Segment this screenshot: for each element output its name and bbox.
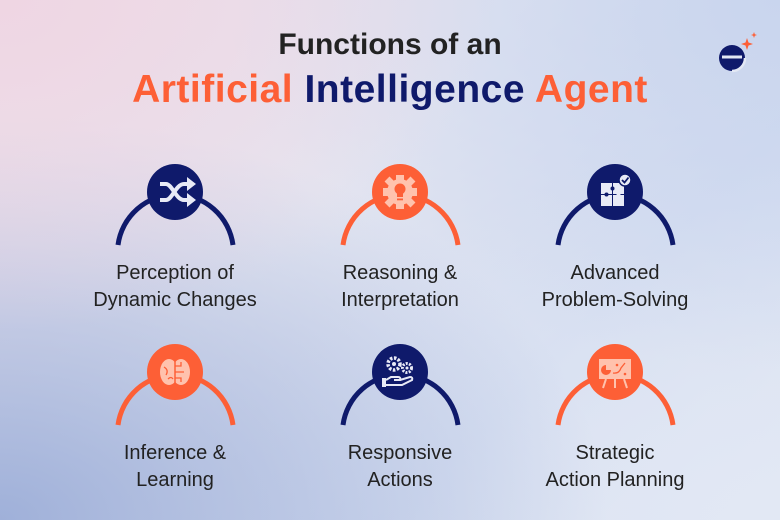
function-card-responsive-actions: Responsive Actions <box>290 340 510 510</box>
brain-circuit-icon <box>160 359 190 385</box>
function-card-inference: Inference & Learning <box>65 340 285 510</box>
shuffle-icon <box>160 182 189 202</box>
function-label: Inference & Learning <box>123 442 227 491</box>
title-line-2: Artificial Intelligence Agent <box>0 68 780 112</box>
arc-decoration <box>555 344 676 426</box>
brand-logo-icon <box>719 32 757 73</box>
function-card-problem-solving: Advanced Problem-Solving <box>505 160 725 330</box>
function-label: Strategic Action Planning <box>545 442 685 491</box>
arc-decoration <box>115 344 236 426</box>
function-card-perception: Perception of Dynamic Changes <box>65 160 285 330</box>
function-card-reasoning: Reasoning & Interpretation <box>290 160 510 330</box>
hand-gears-icon <box>382 356 414 387</box>
presentation-board-icon <box>599 359 631 389</box>
function-card-strategic-planning: Strategic Action Planning <box>505 340 725 510</box>
arc-decoration <box>340 344 461 426</box>
function-label: Advanced Problem-Solving <box>541 262 689 311</box>
function-label: Responsive Actions <box>347 442 453 491</box>
function-label: Perception of Dynamic Changes <box>93 262 257 311</box>
title-word-agent: Agent <box>534 68 648 111</box>
title-word-artificial: Artificial <box>132 68 294 111</box>
arc-decoration <box>555 164 676 246</box>
title-line-1: Functions of an <box>278 28 502 61</box>
arc-decoration <box>340 164 461 246</box>
function-label: Reasoning & Interpretation <box>341 262 459 311</box>
gear-lightbulb-icon <box>383 175 417 209</box>
arc-decoration <box>115 164 236 246</box>
title-word-intelligence: Intelligence <box>304 68 526 111</box>
puzzle-check-icon <box>601 173 632 206</box>
